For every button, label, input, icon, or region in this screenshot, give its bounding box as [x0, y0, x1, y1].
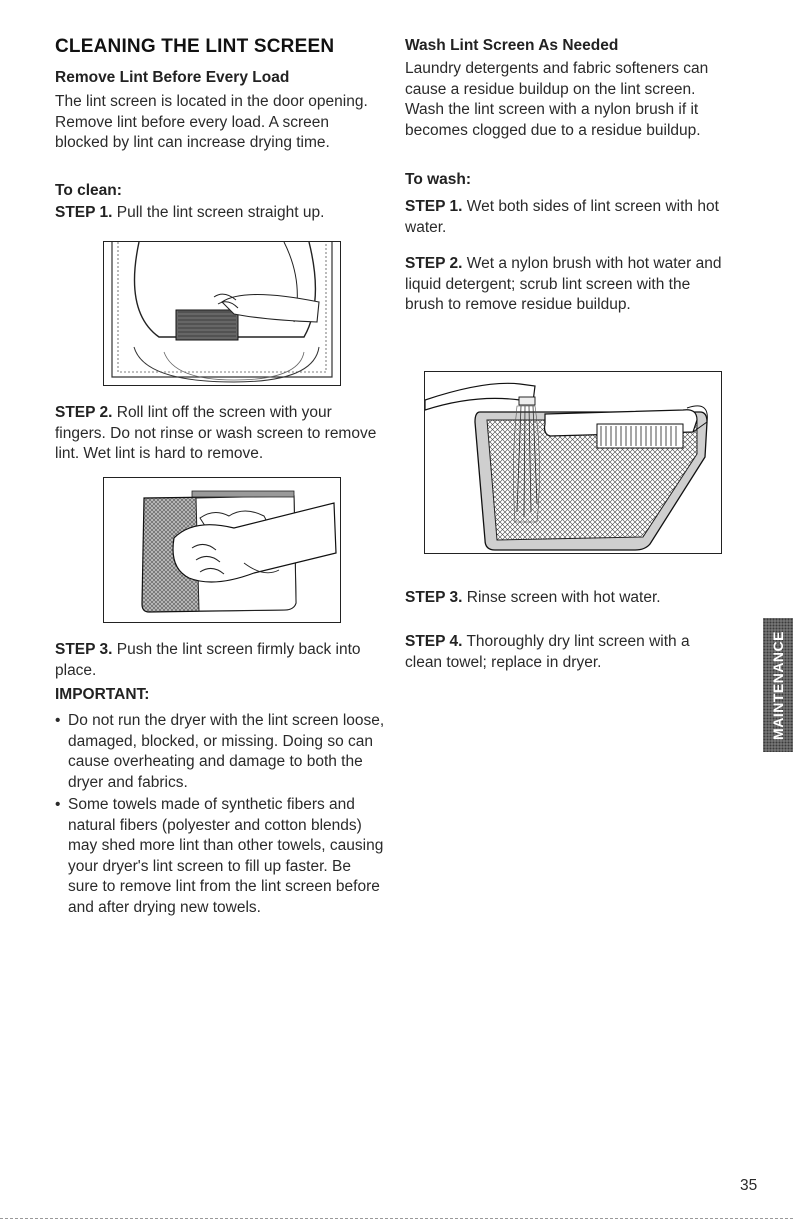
clean-step-1: STEP 1. Pull the lint screen straight up… [55, 203, 385, 224]
wash-step-1: STEP 1. Wet both sides of lint screen wi… [405, 197, 735, 238]
wash-heading: Wash Lint Screen As Needed [405, 37, 619, 54]
step-label: STEP 2. [55, 404, 113, 421]
page-number: 35 [740, 1177, 758, 1194]
clean-step-2: STEP 2. Roll lint off the screen with yo… [55, 403, 385, 465]
remove-lint-body: The lint screen is located in the door o… [55, 93, 368, 151]
important-heading: IMPORTANT: [55, 686, 150, 703]
step-text: Pull the lint screen straight up. [112, 204, 325, 221]
list-item: Do not run the dryer with the lint scree… [55, 711, 385, 793]
wash-step-2: STEP 2. Wet a nylon brush with hot water… [405, 254, 723, 316]
step-text: Thoroughly dry lint screen with a clean … [405, 633, 690, 671]
remove-lint-heading: Remove Lint Before Every Load [55, 69, 290, 86]
step-text: Rinse screen with hot water. [462, 589, 661, 606]
step-text: Roll lint off the screen with your finge… [55, 404, 377, 462]
important-list: Do not run the dryer with the lint scree… [55, 711, 385, 920]
step-text: Wet both sides of lint screen with hot w… [405, 198, 719, 236]
step-label: STEP 3. [405, 589, 463, 606]
wash-step-3: STEP 3. Rinse screen with hot water. [405, 588, 745, 609]
wash-body: Laundry detergents and fabric softeners … [405, 60, 709, 139]
step-label: STEP 1. [405, 198, 463, 215]
step-label: STEP 3. [55, 641, 113, 658]
to-clean-heading: To clean: [55, 182, 122, 199]
page-title: CLEANING THE LINT SCREEN [55, 36, 335, 57]
clean-step-3: STEP 3. Push the lint screen firmly back… [55, 640, 385, 681]
wash-step-4: STEP 4. Thoroughly dry lint screen with … [405, 632, 715, 673]
step-label: STEP 2. [405, 255, 463, 272]
section-tab: MAINTENANCE [763, 618, 793, 752]
figure-roll-lint-off [103, 477, 341, 623]
figure-scrub-lint-screen [424, 371, 722, 554]
to-wash-heading: To wash: [405, 171, 472, 188]
step-text: Wet a nylon brush with hot water and liq… [405, 255, 722, 313]
section-tab-label: MAINTENANCE [770, 630, 786, 740]
list-item: Some towels made of synthetic fibers and… [55, 795, 385, 918]
step-label: STEP 1. [55, 204, 113, 221]
figure-pull-lint-screen [103, 241, 341, 386]
bottom-divider [0, 1218, 793, 1219]
step-label: STEP 4. [405, 633, 463, 650]
step-text: Push the lint screen firmly back into pl… [55, 641, 361, 679]
